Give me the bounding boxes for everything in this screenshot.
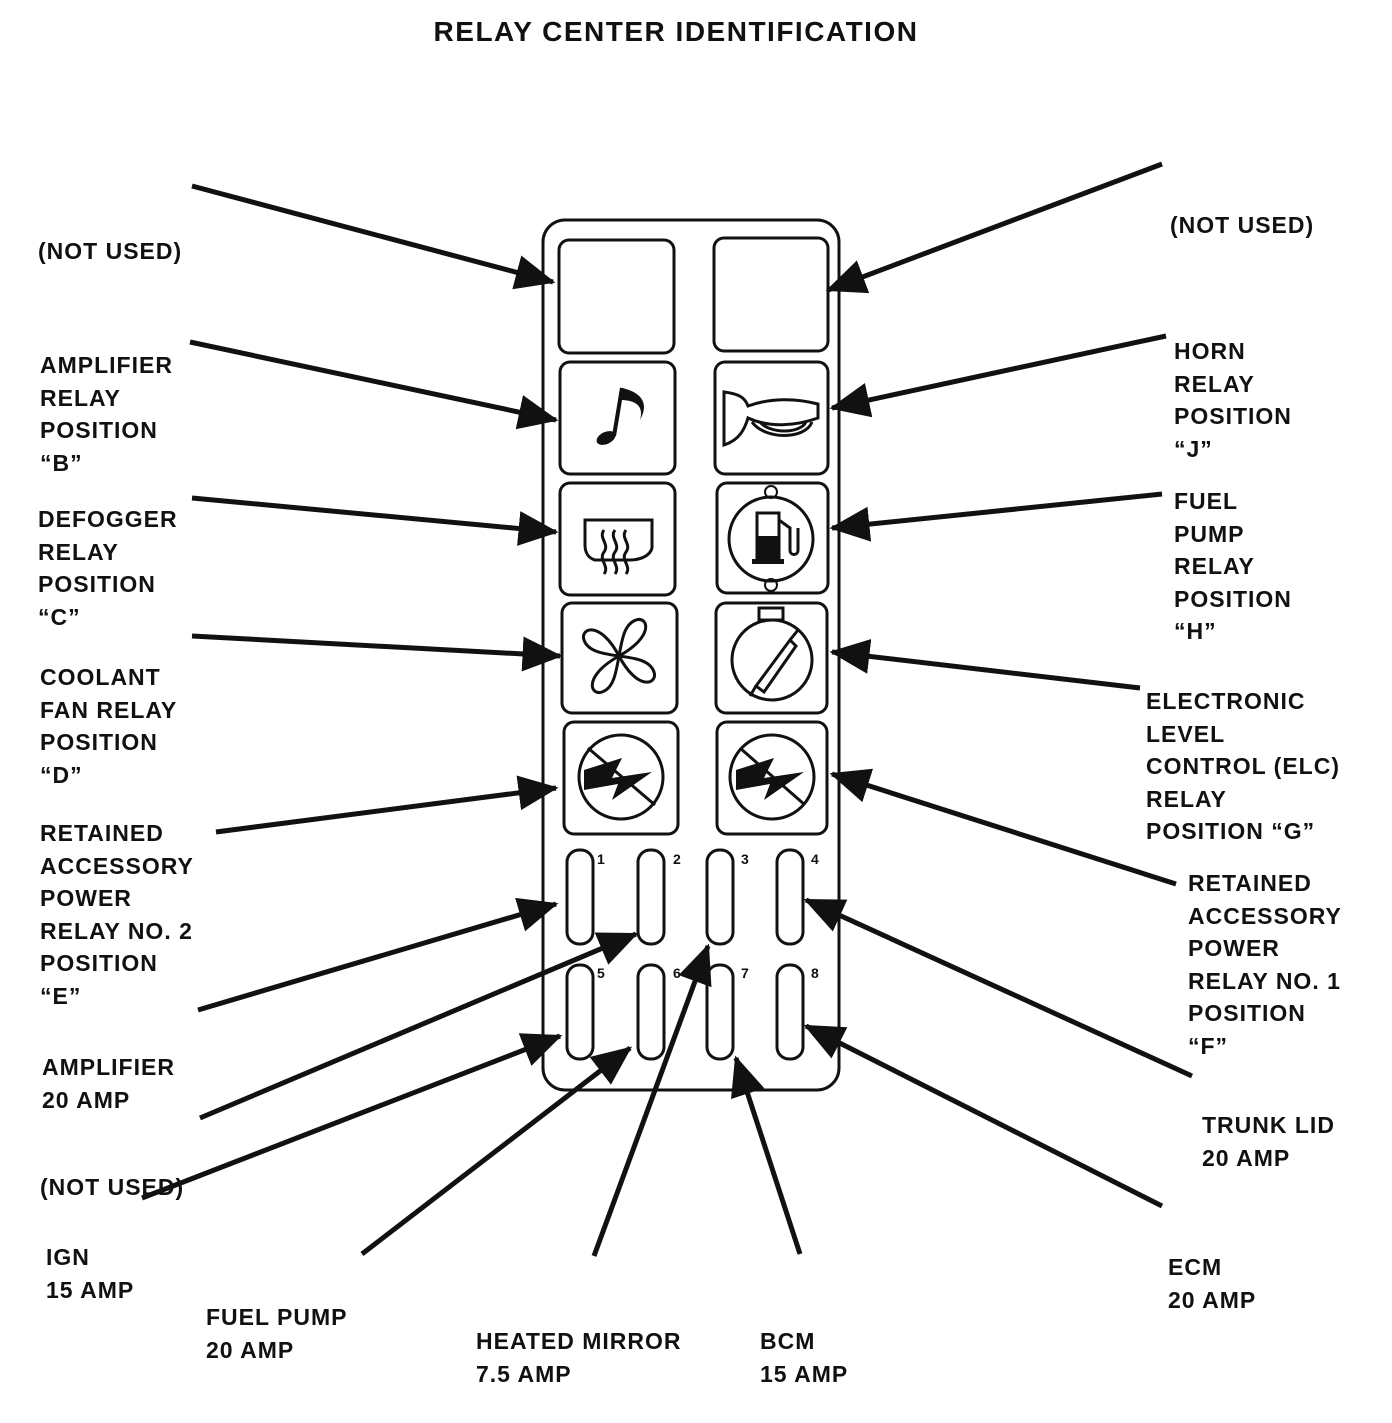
relay-slot-not-used-left xyxy=(557,238,676,355)
fuse-number-2: 2 xyxy=(673,851,681,867)
arrow-amplifier-fuse xyxy=(197,897,559,1013)
arrow-not-used-bottom-left xyxy=(199,931,639,1121)
fuse-number-6: 6 xyxy=(673,965,681,981)
arrow-amplifier-relay xyxy=(189,339,559,430)
fuse-number-8: 8 xyxy=(811,965,819,981)
fuse-slot-4 xyxy=(775,848,805,946)
fuse-number-7: 7 xyxy=(741,965,749,981)
horn-icon xyxy=(722,390,820,448)
arrow-not-used-top-right xyxy=(825,161,1163,294)
arrow-fuel-pump-relay xyxy=(829,491,1163,542)
fuse-slot-6 xyxy=(636,963,666,1061)
arrow-horn-relay xyxy=(829,333,1167,418)
relay-b-slot xyxy=(558,360,677,476)
relay-slot-not-used-right xyxy=(712,236,830,353)
fuse-number-3: 3 xyxy=(741,851,749,867)
relay-f-slot xyxy=(715,720,829,836)
label-not-used-top-left: (NOT USED) xyxy=(38,238,183,264)
relay-e-slot xyxy=(562,720,680,836)
fuse-slot-3 xyxy=(705,848,735,946)
fuse-number-4: 4 xyxy=(811,851,819,867)
label-not-used-bottom-left: (NOT USED) xyxy=(40,1174,185,1200)
lightning-bolt-icon xyxy=(728,733,816,821)
relay-center-diagram: 1 2 3 4 5 6 7 8 xyxy=(141,161,1194,1257)
music-note-icon xyxy=(596,387,644,445)
fuse-number-5: 5 xyxy=(597,965,605,981)
arrow-retained-accessory-1 xyxy=(829,768,1177,887)
fuse-slot-8 xyxy=(775,963,805,1061)
relay-d-slot xyxy=(560,601,679,715)
arrow-coolant-fan-relay xyxy=(191,633,563,672)
fan-icon xyxy=(582,618,656,694)
arrow-fuel-pump-fuse xyxy=(360,1046,632,1256)
fuse-slot-7 xyxy=(705,963,735,1061)
relay-g-slot xyxy=(714,601,829,715)
arrow-not-used-top-left xyxy=(191,183,556,290)
fuel-pump-icon xyxy=(727,485,815,592)
label-not-used-top-right: (NOT USED) xyxy=(1170,212,1315,238)
relay-c-slot xyxy=(558,481,677,597)
arrow-bcm-fuse xyxy=(731,1055,803,1255)
fuse-number-1: 1 xyxy=(597,851,605,867)
page-title: RELAY CENTER IDENTIFICATION xyxy=(433,16,919,47)
arrow-ign-fuse xyxy=(141,1033,563,1201)
arrow-defogger-relay xyxy=(191,495,559,546)
fuse-slot-5 xyxy=(565,963,595,1061)
fuse-slot-2 xyxy=(636,848,666,946)
level-control-gauge-icon xyxy=(730,606,814,702)
arrow-ecm-fuse xyxy=(803,1023,1164,1209)
relay-j-slot xyxy=(713,360,830,476)
arrow-elc-relay xyxy=(829,638,1141,691)
relay-h-slot xyxy=(715,481,830,595)
arrow-retained-accessory-2 xyxy=(215,775,559,835)
arrow-heated-mirror-fuse xyxy=(591,943,712,1257)
rear-defogger-icon xyxy=(583,518,654,575)
fuse-slot-1 xyxy=(565,848,595,946)
lightning-bolt-icon xyxy=(577,733,665,821)
arrow-trunk-lid-fuse xyxy=(803,897,1194,1079)
